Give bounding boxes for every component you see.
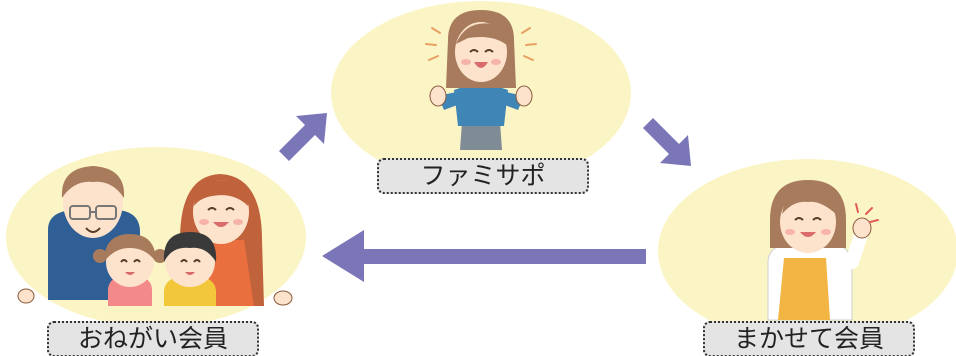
- arrow-up-right-icon: [279, 113, 327, 161]
- arrow-left-icon: [322, 230, 646, 282]
- label-onegai-member: おねがい会員: [47, 321, 259, 356]
- label-famisapo: ファミサポ: [377, 158, 589, 194]
- family-figure: [17, 166, 293, 306]
- coordinator-figure: [425, 10, 537, 150]
- arrow-down-right-icon: [643, 118, 691, 166]
- supporter-figure: [767, 180, 879, 321]
- label-makasete-member: まかせて会員: [703, 321, 915, 356]
